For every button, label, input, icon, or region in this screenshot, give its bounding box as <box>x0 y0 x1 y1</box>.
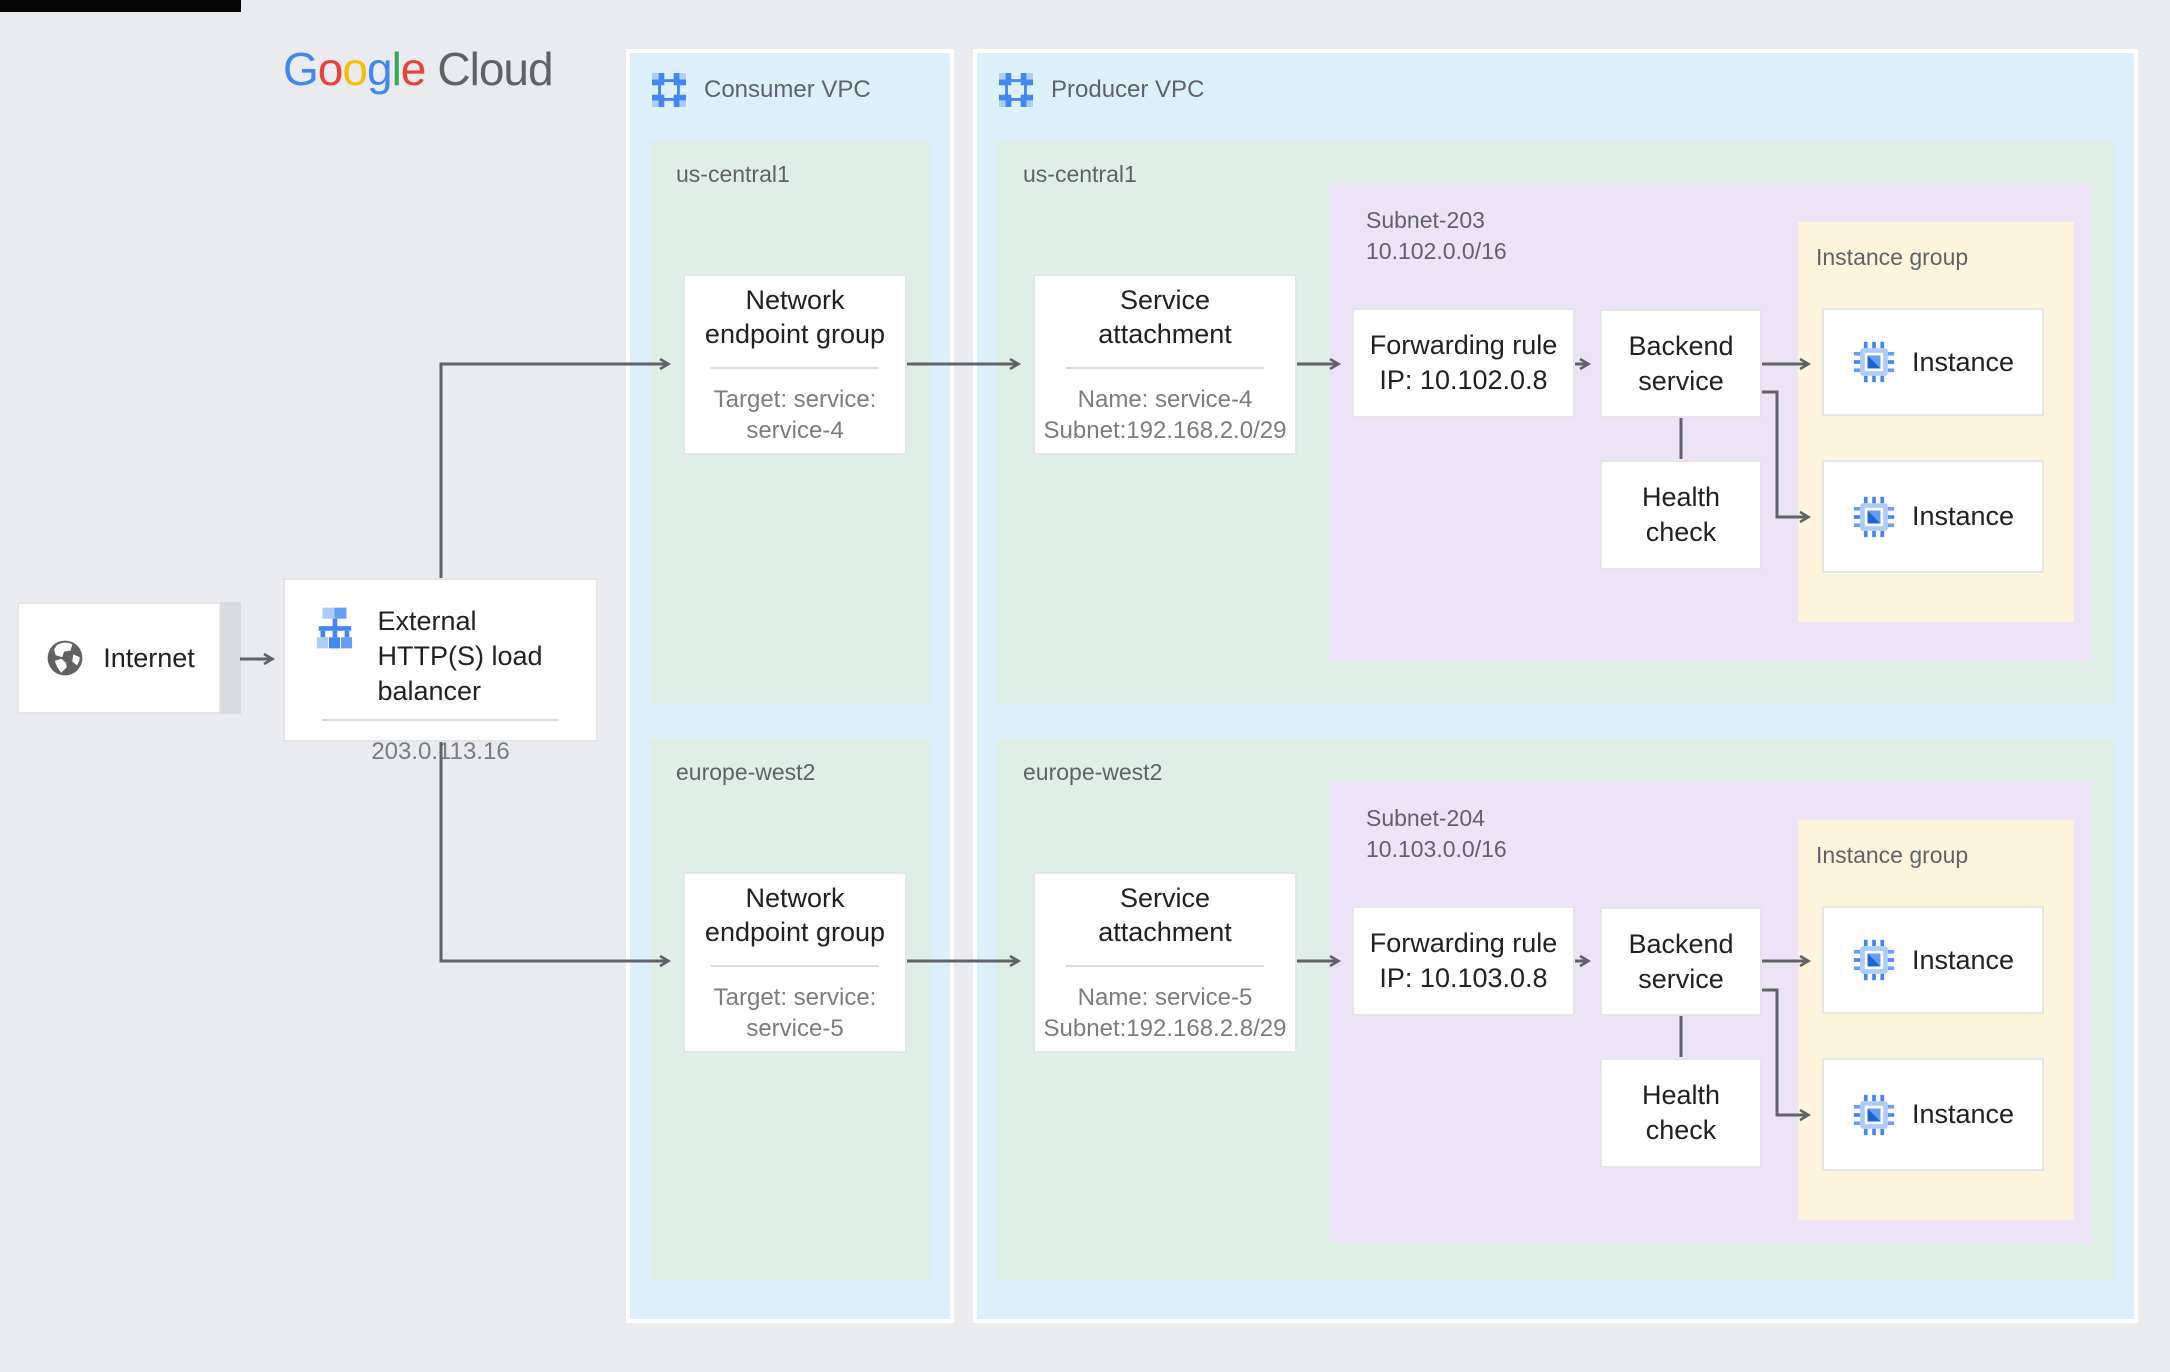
service-attachment-node-europe-west2: Service attachment Name: service-5 Subne… <box>1033 872 1297 1053</box>
backend-service-node: Backend service <box>1600 309 1762 418</box>
logo-letter: g <box>366 43 393 95</box>
instance-label: Instance <box>1911 944 2015 975</box>
subnet-cidr: 10.103.0.0/16 <box>1366 836 1507 863</box>
service-attachment-node-us-central1: Service attachment Name: service-4 Subne… <box>1033 274 1297 455</box>
vpc-icon <box>652 73 686 107</box>
producer-vpc-label: Producer VPC <box>1051 76 1205 103</box>
neg-title: Network endpoint group <box>704 882 886 948</box>
producer-vpc-panel: Producer VPC us-central1 Service attachm… <box>973 49 2138 1323</box>
divider <box>1066 964 1264 967</box>
vpc-icon <box>999 73 1033 107</box>
region-label: us-central1 <box>676 161 790 187</box>
region-label: us-central1 <box>1023 161 1137 187</box>
subnet-label: Subnet-203 10.102.0.0/16 <box>1366 205 1507 267</box>
neg-target-line1: Target: service: <box>713 983 877 1011</box>
neg-node-europe-west2: Network endpoint group Target: service: … <box>683 872 907 1053</box>
divider <box>711 964 879 967</box>
fr-line2: IP: 10.102.0.8 <box>1379 365 1548 395</box>
subnet-204-box: Subnet-204 10.103.0.0/16 Forwarding rule… <box>1330 781 2092 1243</box>
external-lb-node: External HTTP(S) load balancer 203.0.113… <box>283 578 598 765</box>
instance-label: Instance <box>1911 1099 2015 1129</box>
logo-letter: G <box>283 43 319 95</box>
instance-node: Instance <box>1822 1058 2044 1171</box>
instance-group-box: Instance group Instance Instance <box>1798 222 2074 622</box>
backend-service-label: Backend service <box>1628 928 1734 994</box>
neg-target-line1: Target: service: <box>713 385 877 413</box>
logo-letter: o <box>317 43 344 95</box>
consumer-vpc-panel: Consumer VPC us-central1 Network endpoin… <box>626 49 954 1323</box>
backend-service-label: Backend service <box>1628 330 1734 396</box>
subnet-name: Subnet-203 <box>1366 207 1485 233</box>
lb-ip: 203.0.113.16 <box>371 738 510 766</box>
backend-service-node: Backend service <box>1600 907 1762 1016</box>
producer-region-europe-west2: europe-west2 Service attachment Name: se… <box>997 739 2114 1281</box>
fr-line2: IP: 10.103.0.8 <box>1379 963 1548 993</box>
instance-node: Instance <box>1822 460 2044 573</box>
instance-label: Instance <box>1911 501 2015 531</box>
neg-target-line2: service-4 <box>746 417 844 445</box>
instance-node: Instance <box>1822 906 2044 1014</box>
logo-letter: l <box>391 43 402 95</box>
internet-label: Internet <box>103 642 195 673</box>
logo-cloud-text: Cloud <box>437 43 553 95</box>
logo-letter: e <box>400 43 427 95</box>
compute-chip-icon <box>1852 938 1896 982</box>
producer-region-us-central1: us-central1 Service attachment Name: ser… <box>997 141 2114 703</box>
health-check-label: Health check <box>1641 482 1721 547</box>
region-label: europe-west2 <box>1023 759 1163 785</box>
neg-node-us-central1: Network endpoint group Target: service: … <box>683 274 907 455</box>
top-left-black-bar <box>0 0 241 12</box>
sa-title: Service attachment <box>1098 284 1232 350</box>
sa-title: Service attachment <box>1098 882 1232 948</box>
logo-letter: o <box>342 43 368 95</box>
instance-node: Instance <box>1822 308 2044 416</box>
consumer-vpc-label: Consumer VPC <box>704 76 871 103</box>
sa-subnet: Subnet:192.168.2.8/29 <box>1043 1015 1287 1043</box>
consumer-region-us-central1: us-central1 Network endpoint group Targe… <box>650 141 930 703</box>
instance-group-label: Instance group <box>1816 842 1969 868</box>
forwarding-rule-node: Forwarding rule IP: 10.103.0.8 <box>1352 906 1575 1016</box>
lb-title: External HTTP(S) load balancer <box>377 606 543 707</box>
producer-vpc-header: Producer VPC <box>999 73 1204 107</box>
consumer-region-europe-west2: europe-west2 Network endpoint group Targ… <box>650 739 930 1281</box>
consumer-vpc-header: Consumer VPC <box>652 73 871 107</box>
subnet-label: Subnet-204 10.103.0.0/16 <box>1366 803 1507 865</box>
fr-line1: Forwarding rule <box>1369 928 1558 959</box>
compute-chip-icon <box>1852 495 1896 539</box>
subnet-cidr: 10.102.0.0/16 <box>1366 238 1507 265</box>
health-check-node: Health check <box>1600 460 1762 570</box>
health-check-label: Health check <box>1641 1080 1721 1145</box>
instance-group-box: Instance group Instance Instance <box>1798 820 2074 1220</box>
sa-name: Name: service-5 <box>1077 983 1253 1011</box>
divider <box>711 366 879 369</box>
instance-group-label: Instance group <box>1816 244 1969 270</box>
load-balancer-icon <box>315 604 359 652</box>
health-check-node: Health check <box>1600 1058 1762 1168</box>
neg-target-line2: service-5 <box>746 1015 844 1043</box>
globe-icon <box>43 636 87 680</box>
sa-name: Name: service-4 <box>1077 385 1253 413</box>
divider <box>322 719 559 722</box>
internet-node: Internet <box>17 602 221 714</box>
sa-subnet: Subnet:192.168.2.0/29 <box>1043 417 1287 445</box>
subnet-203-box: Subnet-203 10.102.0.0/16 Forwarding rule… <box>1330 183 2092 661</box>
region-label: europe-west2 <box>676 759 816 785</box>
instance-label: Instance <box>1911 346 2015 377</box>
lb-header: External HTTP(S) load balancer <box>285 580 596 709</box>
fr-line1: Forwarding rule <box>1369 330 1558 361</box>
neg-title: Network endpoint group <box>704 284 886 350</box>
compute-chip-icon <box>1852 1093 1896 1137</box>
compute-chip-icon <box>1852 340 1896 384</box>
subnet-name: Subnet-204 <box>1366 805 1485 831</box>
forwarding-rule-node: Forwarding rule IP: 10.102.0.8 <box>1352 308 1575 418</box>
divider <box>1066 366 1264 369</box>
